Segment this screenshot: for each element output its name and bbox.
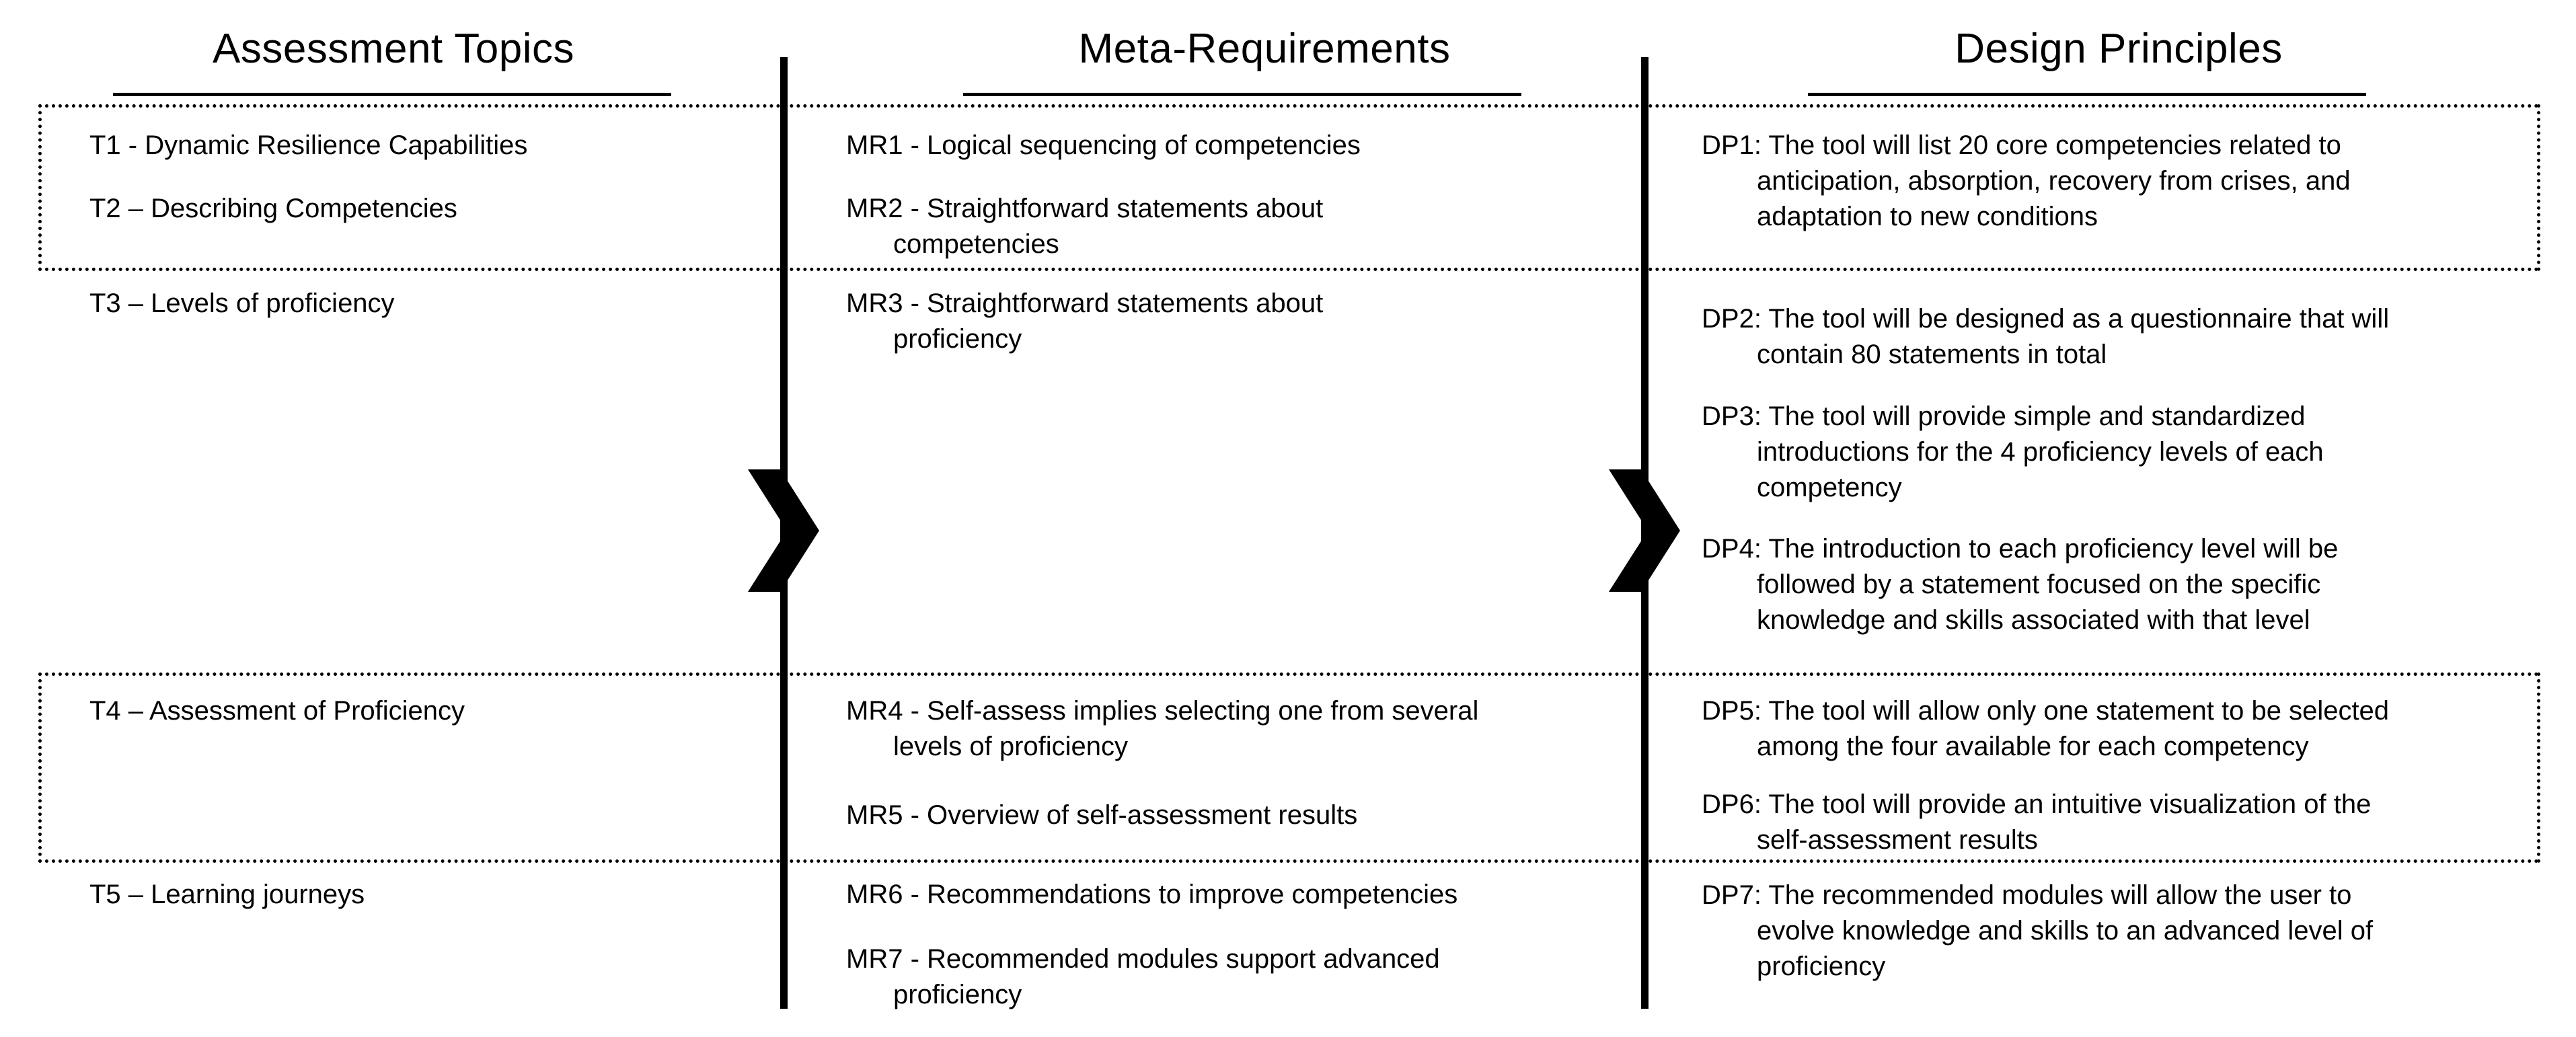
topic-item-t5: T5 – Learning journeys bbox=[89, 877, 365, 913]
topic-item-t4-label: T4 – Assessment of Proficiency bbox=[89, 696, 465, 726]
column-divider-left bbox=[780, 57, 788, 1009]
design-principle-item-dp6-line-1: DP6: The tool will provide an intuitive … bbox=[1702, 790, 2372, 819]
design-principle-item-dp2: DP2: The tool will be designed as a ques… bbox=[1702, 301, 2549, 373]
meta-requirement-item-mr7-line-2: proficiency bbox=[893, 979, 1022, 1009]
topic-item-t1-label: T1 - Dynamic Resilience Capabilities bbox=[89, 130, 528, 160]
design-principle-item-dp1: DP1: The tool will list 20 core competen… bbox=[1702, 128, 2549, 234]
design-principle-item-dp4-line-2: followed by a statement focused on the s… bbox=[1757, 569, 2321, 599]
meta-requirement-item-mr2-line-2: competencies bbox=[893, 229, 1059, 259]
column-header-meta-requirements-label: Meta-Requirements bbox=[1078, 26, 1451, 72]
meta-requirement-item-mr2-line-1: MR2 - Straightforward statements about bbox=[846, 194, 1324, 223]
design-principle-item-dp3-line-2: introductions for the 4 proficiency leve… bbox=[1757, 436, 2324, 467]
meta-requirement-item-mr3-line-2: proficiency bbox=[893, 323, 1022, 354]
group-box-row-1 bbox=[38, 104, 2540, 271]
column-header-design-principles-label: Design Principles bbox=[1955, 26, 2283, 72]
design-principle-item-dp2-line-2: contain 80 statements in total bbox=[1757, 339, 2107, 369]
design-principle-item-dp4: DP4: The introduction to each proficienc… bbox=[1702, 531, 2549, 638]
topic-item-t5-label: T5 – Learning journeys bbox=[89, 880, 365, 909]
chevron-arrow-2 bbox=[1609, 469, 1680, 592]
topic-item-t3-label: T3 – Levels of proficiency bbox=[89, 289, 395, 318]
column-divider-right bbox=[1641, 57, 1649, 1009]
meta-requirement-item-mr4-line-2: levels of proficiency bbox=[893, 731, 1129, 761]
meta-requirement-item-mr3: MR3 - Straightforward statements about p… bbox=[846, 286, 1626, 357]
design-principle-item-dp7-line-3: proficiency bbox=[1757, 951, 1886, 981]
meta-requirement-item-mr1-line-1: MR1 - Logical sequencing of competencies bbox=[846, 130, 1361, 160]
meta-requirement-item-mr6-line-1: MR6 - Recommendations to improve compete… bbox=[846, 880, 1458, 909]
design-principle-item-dp3: DP3: The tool will provide simple and st… bbox=[1702, 399, 2549, 505]
design-principle-item-dp3-line-3: competency bbox=[1757, 472, 1902, 502]
design-principle-item-dp1-line-3: adaptation to new conditions bbox=[1757, 201, 2098, 231]
design-principle-item-dp7: DP7: The recommended modules will allow … bbox=[1702, 878, 2549, 984]
design-principle-item-dp4-line-3: knowledge and skills associated with tha… bbox=[1757, 605, 2310, 635]
design-principle-item-dp2-line-1: DP2: The tool will be designed as a ques… bbox=[1702, 304, 2390, 334]
column-header-meta-requirements-underline bbox=[963, 93, 1521, 96]
design-principle-item-dp7-line-2: evolve knowledge and skills to an advanc… bbox=[1757, 915, 2374, 946]
topic-item-t2-label: T2 – Describing Competencies bbox=[89, 194, 457, 223]
column-header-assessment-topics-underline bbox=[113, 93, 671, 96]
design-principle-item-dp1-line-1: DP1: The tool will list 20 core competen… bbox=[1702, 130, 2341, 160]
design-principle-item-dp6: DP6: The tool will provide an intuitive … bbox=[1702, 787, 2549, 858]
design-principle-item-dp4-line-1: DP4: The introduction to each proficienc… bbox=[1702, 534, 2339, 564]
meta-requirement-item-mr4-line-1: MR4 - Self-assess implies selecting one … bbox=[846, 696, 1479, 726]
design-principle-item-dp5: DP5: The tool will allow only one statem… bbox=[1702, 693, 2549, 765]
column-header-assessment-topics-label: Assessment Topics bbox=[212, 26, 574, 72]
meta-requirement-item-mr5-line-1: MR5 - Overview of self-assessment result… bbox=[846, 800, 1358, 830]
meta-requirement-item-mr2: MR2 - Straightforward statements about c… bbox=[846, 191, 1626, 262]
topic-item-t4: T4 – Assessment of Proficiency bbox=[89, 693, 465, 729]
design-principle-item-dp5-line-1: DP5: The tool will allow only one statem… bbox=[1702, 696, 2390, 726]
meta-requirement-item-mr7-line-1: MR7 - Recommended modules support advanc… bbox=[846, 944, 1440, 974]
meta-requirement-item-mr7: MR7 - Recommended modules support advanc… bbox=[846, 942, 1640, 1013]
meta-requirement-item-mr6: MR6 - Recommendations to improve compete… bbox=[846, 877, 1640, 913]
design-principle-item-dp5-line-2: among the four available for each compet… bbox=[1757, 731, 2309, 761]
group-box-row-4 bbox=[38, 673, 2540, 863]
meta-requirement-item-mr4: MR4 - Self-assess implies selecting one … bbox=[846, 693, 1640, 765]
design-principle-item-dp7-line-1: DP7: The recommended modules will allow … bbox=[1702, 880, 2352, 910]
design-principle-item-dp3-line-1: DP3: The tool will provide simple and st… bbox=[1702, 401, 2306, 431]
topic-item-t2: T2 – Describing Competencies bbox=[89, 191, 457, 227]
meta-requirement-item-mr3-line-1: MR3 - Straightforward statements about bbox=[846, 289, 1324, 318]
column-header-design-principles: Design Principles bbox=[1749, 28, 2489, 70]
chevron-arrow-1 bbox=[748, 469, 819, 592]
column-header-meta-requirements: Meta-Requirements bbox=[895, 28, 1634, 70]
topic-item-t1: T1 - Dynamic Resilience Capabilities bbox=[89, 128, 527, 163]
column-header-assessment-topics: Assessment Topics bbox=[40, 28, 747, 70]
column-header-design-principles-underline bbox=[1808, 93, 2366, 96]
topic-item-t3: T3 – Levels of proficiency bbox=[89, 286, 395, 321]
design-principle-item-dp1-line-2: anticipation, absorption, recovery from … bbox=[1757, 165, 2351, 196]
meta-requirement-item-mr1: MR1 - Logical sequencing of competencies bbox=[846, 128, 1626, 163]
design-principle-item-dp6-line-2: self-assessment results bbox=[1757, 824, 2038, 855]
meta-requirement-item-mr5: MR5 - Overview of self-assessment result… bbox=[846, 798, 1640, 833]
